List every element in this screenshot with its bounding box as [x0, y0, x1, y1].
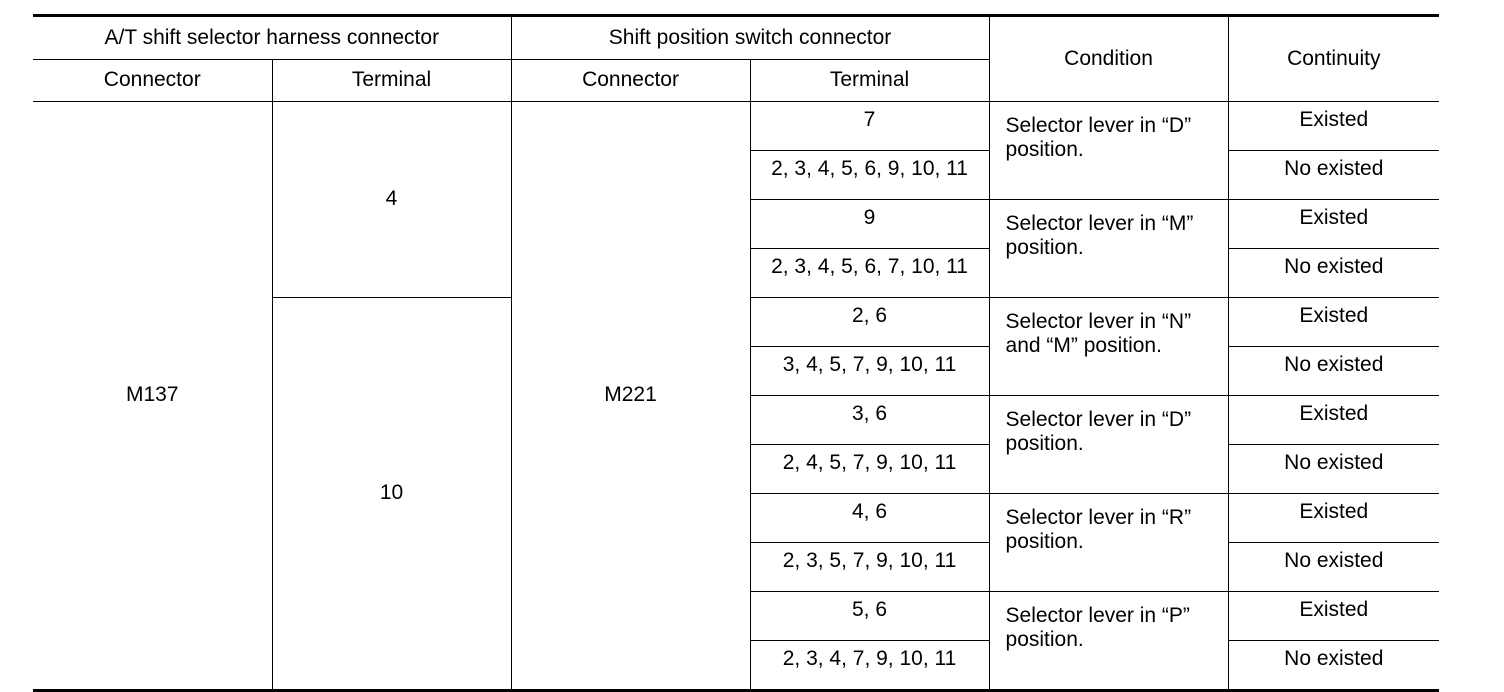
continuity-cell: Existed: [1227, 493, 1440, 543]
continuity-cell: Existed: [1227, 297, 1440, 347]
sps-terminal-cell: 3, 4, 5, 7, 9, 10, 11: [750, 346, 990, 396]
continuity-cell: Existed: [1227, 199, 1440, 249]
condition-line: position.: [1005, 530, 1084, 554]
sps-terminal-cell: 3, 6: [750, 395, 990, 445]
condition-line: Selector lever in “D”: [1005, 408, 1192, 431]
condition-line: position.: [1005, 138, 1084, 162]
condition-line: position.: [1005, 236, 1084, 260]
sps-terminal-cell: 2, 3, 5, 7, 9, 10, 11: [750, 542, 990, 592]
header-continuity: Continuity: [1227, 14, 1440, 102]
continuity-cell: No existed: [1227, 248, 1440, 298]
continuity-cell: Existed: [1227, 591, 1440, 641]
table-row: 2, 4, 5, 7, 9, 10, 11 No existed: [33, 444, 1440, 494]
sps-terminal-cell: 7: [749, 101, 990, 151]
table-row: 3, 4, 5, 7, 9, 10, 11 No existed: [33, 346, 1440, 396]
at-terminal-cell: 4: [271, 101, 512, 298]
condition-cell: Selector lever in “M” position.: [988, 199, 1229, 298]
sps-terminal-cell: 9: [750, 199, 990, 249]
table-row: 4, 6 Selector lever in “R” position. Exi…: [33, 493, 1440, 592]
table-row: 9 Selector lever in “M” position. Existe…: [33, 199, 1440, 298]
header-at-connector: Connector: [33, 59, 273, 102]
sps-terminal-cell: 2, 4, 5, 7, 9, 10, 11: [750, 444, 990, 494]
sps-terminal-cell: 5, 6: [750, 591, 990, 641]
header-sps-terminal: Terminal: [749, 59, 990, 102]
continuity-inspection-table: A/T shift selector harness connector Shi…: [33, 14, 1440, 692]
condition-cell: Selector lever in “P” position.: [988, 591, 1229, 692]
sps-connector-cell: M221: [510, 101, 751, 692]
condition-line: Selector lever in “D”: [1005, 114, 1192, 137]
sps-terminal-cell: 2, 3, 4, 7, 9, 10, 11: [750, 640, 990, 692]
continuity-cell: No existed: [1227, 150, 1440, 200]
continuity-cell: No existed: [1227, 542, 1440, 592]
condition-cell: Selector lever in “R” position.: [988, 493, 1229, 592]
condition-line: Selector lever in “R”: [1005, 506, 1192, 529]
table-row: 3, 6 Selector lever in “D” position. Exi…: [33, 395, 1440, 494]
condition-cell: Selector lever in “N” and “M” position.: [988, 297, 1229, 396]
header-at-group: A/T shift selector harness connector: [33, 14, 512, 60]
condition-cell: Selector lever in “D” position.: [988, 101, 1229, 200]
condition-cell: Selector lever in “D” position.: [988, 395, 1229, 494]
condition-line: Selector lever in “M”: [1005, 212, 1194, 235]
condition-line: Selector lever in “P”: [1005, 604, 1190, 627]
continuity-cell: Existed: [1227, 395, 1440, 445]
continuity-table-container: A/T shift selector harness connector Shi…: [33, 14, 1440, 692]
header-condition: Condition: [988, 14, 1229, 102]
continuity-cell: No existed: [1227, 346, 1440, 396]
condition-line: position.: [1005, 628, 1084, 652]
continuity-cell: No existed: [1227, 444, 1440, 494]
condition-line: Selector lever in “N”: [1005, 310, 1192, 333]
continuity-cell: Existed: [1227, 101, 1440, 151]
header-at-terminal: Terminal: [271, 59, 512, 102]
sps-terminal-cell: 4, 6: [750, 493, 990, 543]
sps-terminal-cell: 2, 6: [749, 297, 990, 347]
sps-terminal-cell: 2, 3, 4, 5, 6, 9, 10, 11: [750, 150, 990, 200]
table-row: 10 2, 6 Selector lever in “N” and “M” po…: [33, 297, 1440, 692]
header-row-1: A/T shift selector harness connector Shi…: [33, 14, 1440, 102]
header-sps-group: Shift position switch connector: [510, 14, 990, 60]
continuity-cell: No existed: [1227, 640, 1440, 692]
table-row: 2, 3, 4, 5, 6, 7, 10, 11 No existed: [33, 248, 1440, 298]
at-terminal-cell: 10: [272, 297, 512, 692]
condition-line: position.: [1005, 432, 1084, 456]
table-row: 2, 3, 5, 7, 9, 10, 11 No existed: [33, 542, 1440, 592]
sps-terminal-cell: 2, 3, 4, 5, 6, 7, 10, 11: [750, 248, 990, 298]
table-row: M137 4 M221 7 Selector lever in “D” posi…: [33, 101, 1440, 692]
header-sps-connector: Connector: [510, 59, 751, 102]
at-connector-cell: M137: [33, 101, 273, 692]
condition-line: and “M” position.: [1005, 334, 1162, 358]
